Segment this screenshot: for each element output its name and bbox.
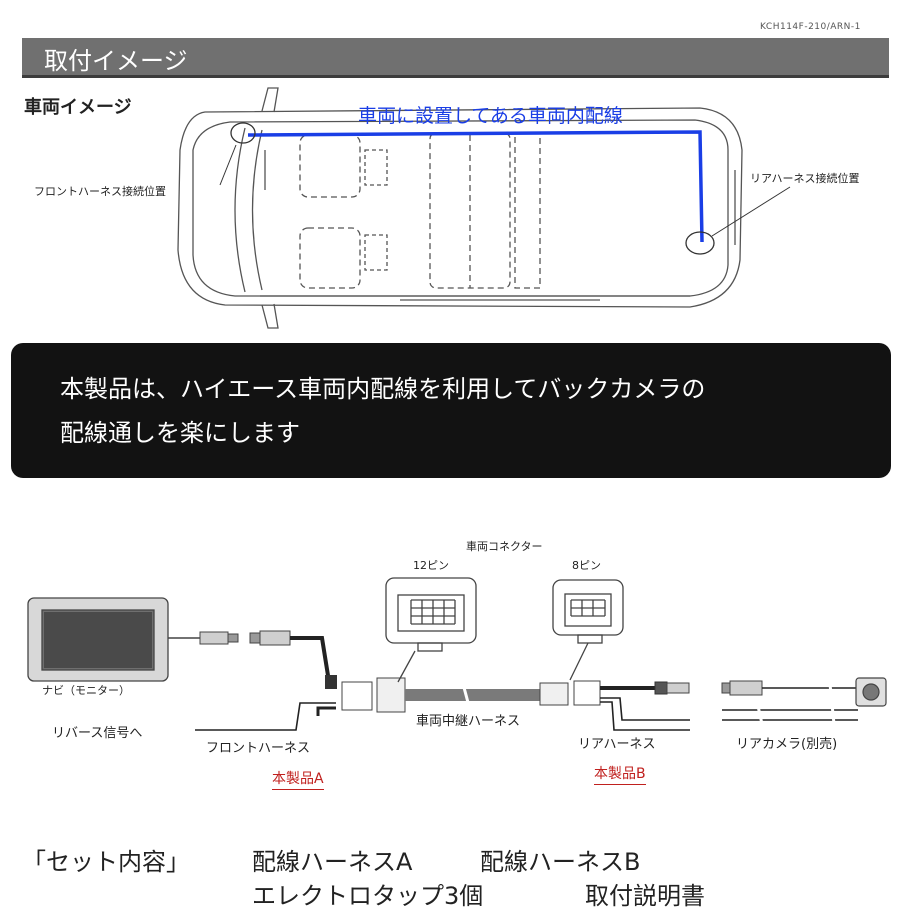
vehicle-diagram [177, 87, 791, 329]
front-harness-label: フロントハーネス [206, 741, 311, 756]
vehicle-windshield [234, 127, 246, 293]
connector-12pin [385, 577, 477, 683]
vehicle-wire [247, 130, 704, 243]
camera-rca-plug [729, 680, 763, 696]
relay-connector-front [376, 677, 406, 713]
navi-monitor [27, 597, 169, 682]
rear-harness-label: リアハーネス [578, 737, 656, 752]
wiring-diagram [27, 577, 887, 731]
model-code: KCH114F-210/ARN-1 [760, 22, 861, 32]
vehicle-connector-label: 車両コネクター [466, 540, 543, 553]
set-item-1: 配線ハーネスA [252, 848, 413, 876]
set-item-3: エレクトロタップ3個 [252, 882, 484, 910]
notice-line-2: 配線通しを楽にします [60, 419, 300, 447]
rear-camera-label: リアカメラ(別売) [736, 737, 838, 752]
connector-8pin [552, 579, 624, 681]
rear-connection-circle [685, 231, 715, 255]
relay-connector-rear [539, 682, 569, 706]
relay-harness-label: 車両中継ハーネス [416, 714, 521, 729]
notice-text: 本製品は、ハイエース車両内配線を利用してバックカメラの 配線通しを楽にします [60, 367, 880, 455]
navi-label: ナビ（モニター） [42, 684, 130, 697]
notice-line-1: 本製品は、ハイエース車両内配線を利用してバックカメラの [60, 375, 706, 403]
header-bar: 取付イメージ [22, 38, 889, 78]
pin12-label: 12ピン [413, 559, 449, 572]
product-b-label: 本製品B [594, 763, 646, 785]
vehicle-mirror-top [261, 87, 279, 113]
pin8-label: 8ピン [572, 559, 601, 572]
set-contents-heading: 「セット内容」 [22, 848, 190, 876]
harness-b-connector [573, 680, 601, 706]
product-a-label: 本製品A [272, 768, 324, 790]
rear-position-label: リアハーネス接続位置 [750, 172, 860, 185]
notice-box: 本製品は、ハイエース車両内配線を利用してバックカメラの 配線通しを楽にします [11, 343, 891, 478]
vehicle-section-label: 車両イメージ [24, 97, 132, 118]
vehicle-body-outline [177, 107, 743, 308]
front-position-label: フロントハーネス接続位置 [34, 185, 166, 198]
vehicle-mirror-bottom [261, 303, 279, 329]
set-item-2: 配線ハーネスB [480, 848, 641, 876]
set-item-4: 取付説明書 [585, 882, 705, 910]
front-connection-circle [230, 122, 256, 144]
harness-a-rca-plug [249, 632, 261, 644]
harness-a-connector [341, 681, 373, 711]
navi-rca-plug [199, 631, 229, 645]
vehicle-body-inner [192, 119, 729, 297]
vehicle-seat [299, 134, 361, 198]
page-title: 取付イメージ [44, 47, 188, 75]
rear-camera [855, 677, 887, 707]
wire-label: 車両に設置してある車両内配線 [358, 105, 623, 127]
reverse-label: リバース信号へ [52, 726, 143, 741]
